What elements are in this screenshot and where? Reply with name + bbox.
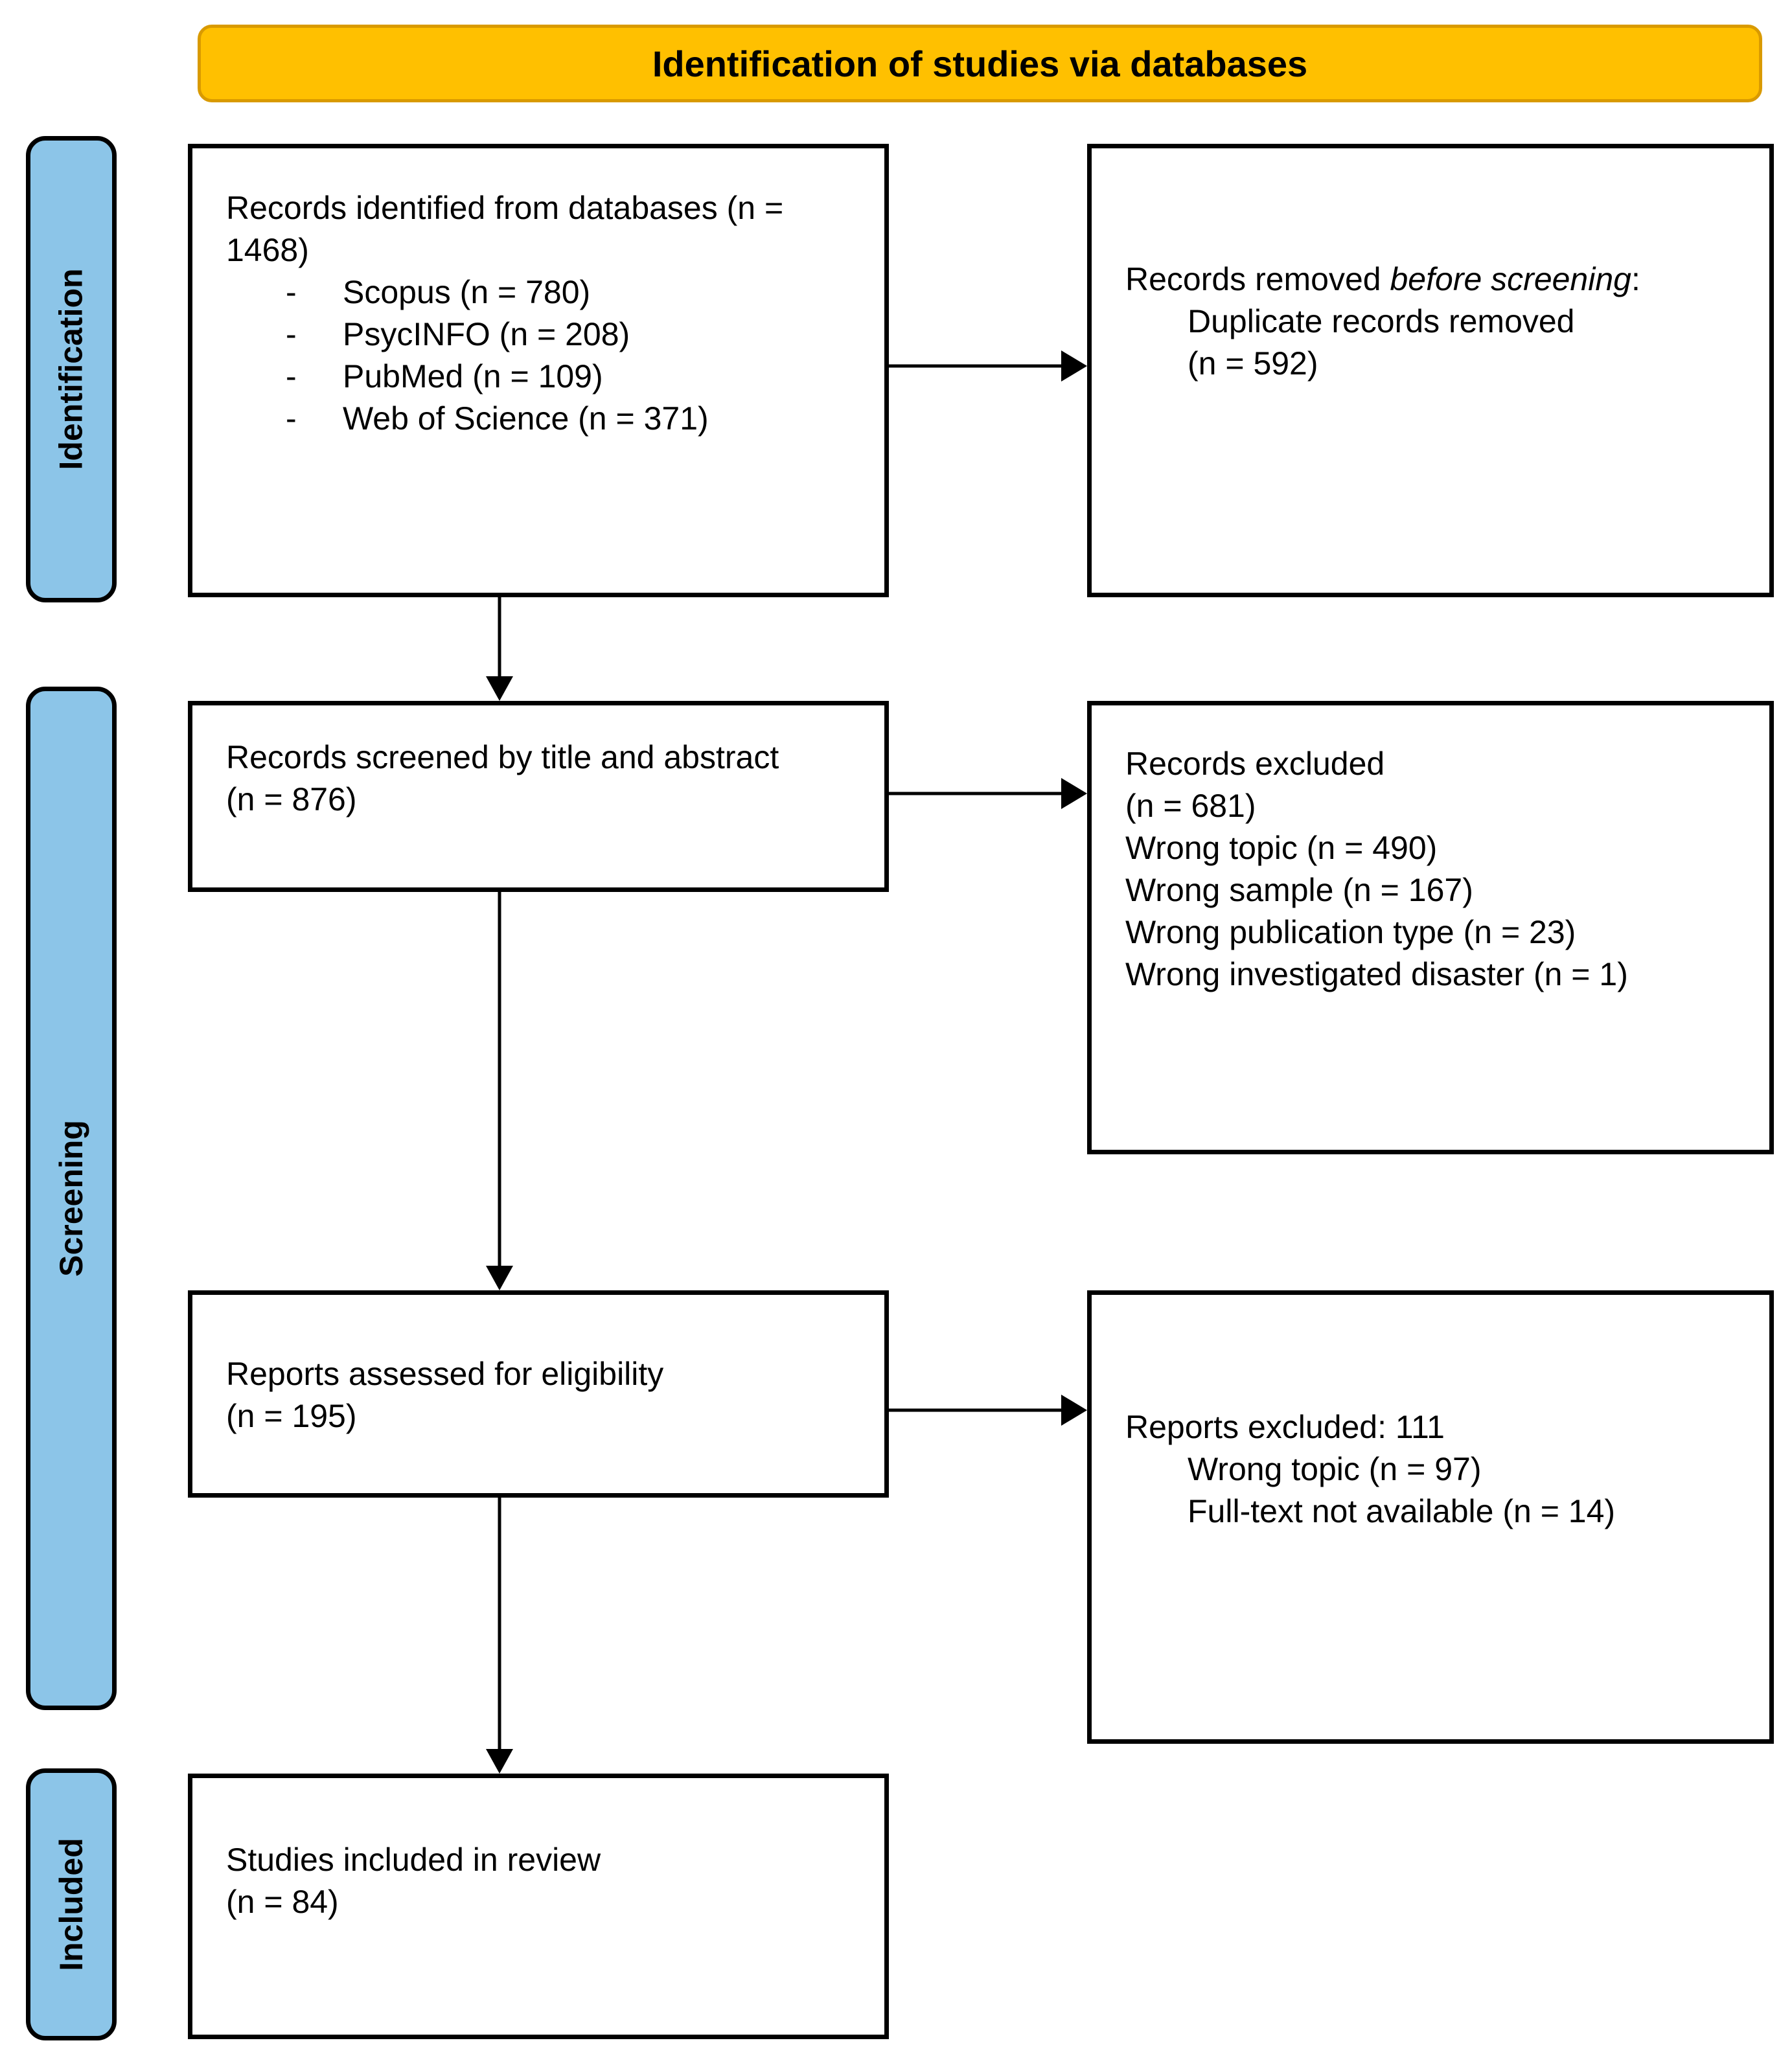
box-records-screened-text: Records screened by title and abstract (… xyxy=(226,737,865,821)
list-item: - PsycINFO (n = 208) xyxy=(226,314,865,356)
box-records-excluded-text: Records excluded (n = 681) Wrong topic (… xyxy=(1125,743,1750,996)
box-records-removed-text: Records removed before screening: Duplic… xyxy=(1125,258,1750,385)
records-removed-heading: Records removed before screening: xyxy=(1125,258,1750,301)
arrow-shaft xyxy=(889,792,1064,795)
records-identified-heading: Records identified from databases (n = 1… xyxy=(226,190,784,268)
records-excluded-reason-wrong-disaster: Wrong investigated disaster (n = 1) xyxy=(1125,956,1628,992)
arrow-head-icon xyxy=(486,676,513,701)
arrow-head-icon xyxy=(486,1749,513,1774)
database-scopus: Scopus (n = 780) xyxy=(343,274,591,310)
arrow-shaft xyxy=(498,1498,501,1752)
list-item: - Web of Science (n = 371) xyxy=(226,398,865,440)
box-records-excluded: Records excluded (n = 681) Wrong topic (… xyxy=(1087,701,1774,1154)
arrow-right-identified-to-removed xyxy=(889,350,1087,382)
list-item: - PubMed (n = 109) xyxy=(226,356,865,398)
box-reports-assessed: Reports assessed for eligibility (n = 19… xyxy=(188,1290,889,1498)
arrow-shaft xyxy=(889,364,1064,368)
box-records-identified: Records identified from databases (n = 1… xyxy=(188,144,889,597)
records-excluded-reason-wrong-publication-type: Wrong publication type (n = 23) xyxy=(1125,914,1576,950)
bullet-dash-icon: - xyxy=(286,358,297,394)
bullet-dash-icon: - xyxy=(286,400,297,437)
records-excluded-reason-wrong-topic: Wrong topic (n = 490) xyxy=(1125,830,1438,866)
duplicate-records-removed-label: Duplicate records removed xyxy=(1188,303,1575,339)
bullet-dash-icon: - xyxy=(286,316,297,352)
box-records-identified-text: Records identified from databases (n = 1… xyxy=(226,187,865,440)
stage-label-included: Included xyxy=(26,1768,117,2040)
reports-excluded-heading: Reports excluded: 111 xyxy=(1125,1409,1445,1445)
records-removed-heading-part1: Records removed xyxy=(1125,261,1390,297)
reports-assessed-heading: Reports assessed for eligibility xyxy=(226,1356,664,1392)
box-reports-excluded: Reports excluded: 111 Wrong topic (n = 9… xyxy=(1087,1290,1774,1744)
reports-excluded-reason-wrong-topic: Wrong topic (n = 97) xyxy=(1188,1451,1482,1487)
arrow-head-icon xyxy=(1061,350,1087,382)
database-breakdown-list: - Scopus (n = 780) - PsycINFO (n = 208) - P… xyxy=(226,271,865,440)
stage-label-screening: Screening xyxy=(26,687,117,1710)
records-screened-heading: Records screened by title and abstract xyxy=(226,739,779,775)
arrow-shaft xyxy=(498,597,501,679)
duplicate-records-removed-count: (n = 592) xyxy=(1188,345,1318,382)
box-reports-assessed-text: Reports assessed for eligibility (n = 19… xyxy=(226,1353,865,1437)
list-item: - Scopus (n = 780) xyxy=(226,271,865,314)
records-excluded-heading: Records excluded xyxy=(1125,746,1385,782)
bullet-dash-icon: - xyxy=(286,274,297,310)
arrow-down-identified-to-screened xyxy=(480,597,519,701)
stage-label-included-text: Included xyxy=(53,1838,90,1971)
stage-label-identification-text: Identification xyxy=(53,268,90,470)
records-screened-count: (n = 876) xyxy=(226,781,357,817)
records-removed-heading-colon: : xyxy=(1631,261,1640,297)
studies-included-count: (n = 84) xyxy=(226,1884,339,1920)
arrow-right-eligibility-to-reports-excluded xyxy=(889,1394,1087,1426)
arrow-head-icon xyxy=(1061,778,1087,809)
arrow-right-screened-to-excluded xyxy=(889,777,1087,810)
box-studies-included-text: Studies included in review (n = 84) xyxy=(226,1839,865,1923)
database-pubmed: PubMed (n = 109) xyxy=(343,358,603,394)
reports-excluded-reason-full-text: Full-text not available (n = 14) xyxy=(1188,1493,1616,1529)
arrow-head-icon xyxy=(486,1266,513,1290)
database-web-of-science: Web of Science (n = 371) xyxy=(343,400,709,437)
box-studies-included: Studies included in review (n = 84) xyxy=(188,1774,889,2039)
arrow-shaft xyxy=(498,892,501,1268)
records-excluded-reason-wrong-sample: Wrong sample (n = 167) xyxy=(1125,872,1473,908)
box-records-screened: Records screened by title and abstract (… xyxy=(188,701,889,892)
records-removed-heading-italic: before screening xyxy=(1390,261,1631,297)
box-records-removed: Records removed before screening: Duplic… xyxy=(1087,144,1774,597)
arrow-shaft xyxy=(889,1408,1064,1412)
stage-label-identification: Identification xyxy=(26,136,117,602)
arrow-down-eligibility-to-included xyxy=(480,1498,519,1774)
studies-included-heading: Studies included in review xyxy=(226,1842,601,1878)
arrow-head-icon xyxy=(1061,1395,1087,1426)
arrow-down-screened-to-eligibility xyxy=(480,892,519,1290)
records-excluded-count: (n = 681) xyxy=(1125,788,1256,824)
stage-label-screening-text: Screening xyxy=(53,1120,89,1277)
reports-assessed-count: (n = 195) xyxy=(226,1398,357,1434)
box-reports-excluded-text: Reports excluded: 111 Wrong topic (n = 9… xyxy=(1125,1406,1750,1533)
database-psycinfo: PsycINFO (n = 208) xyxy=(343,316,630,352)
diagram-banner: Identification of studies via databases xyxy=(198,25,1762,102)
banner-title: Identification of studies via databases xyxy=(652,43,1308,84)
